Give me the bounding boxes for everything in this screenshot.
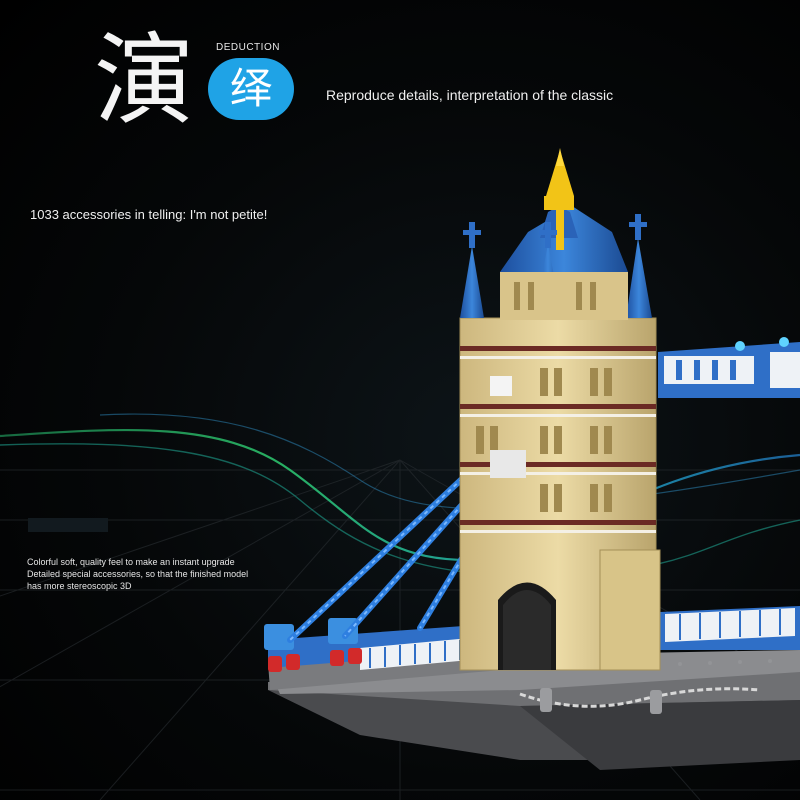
tower-roof bbox=[500, 148, 628, 272]
turrets bbox=[460, 214, 652, 320]
upper-walkway bbox=[658, 337, 800, 398]
guard-posts bbox=[540, 688, 662, 714]
deduction-label: DEDUCTION bbox=[216, 42, 280, 53]
tower bbox=[459, 317, 661, 671]
base-plate bbox=[268, 650, 800, 770]
tagline: Reproduce details, interpretation of the… bbox=[326, 87, 614, 103]
accent-circle-badge bbox=[208, 58, 294, 120]
description-line-1: Colorful soft, quality feel to make an i… bbox=[27, 557, 235, 567]
description-line-2: Detailed special accessories, so that th… bbox=[27, 569, 249, 579]
heading-big-character: 演 bbox=[94, 22, 194, 139]
lower-deck-right bbox=[660, 606, 800, 650]
description-block: Colorful soft, quality feel to make an i… bbox=[27, 556, 327, 592]
description-line-3: has more stereoscopic 3D bbox=[27, 581, 132, 591]
description-decor-bar bbox=[28, 518, 108, 532]
accessories-caption: 1033 accessories in telling: I'm not pet… bbox=[30, 207, 268, 222]
guard-chain bbox=[519, 687, 761, 708]
heading-circle-character: 绎 bbox=[229, 64, 272, 113]
